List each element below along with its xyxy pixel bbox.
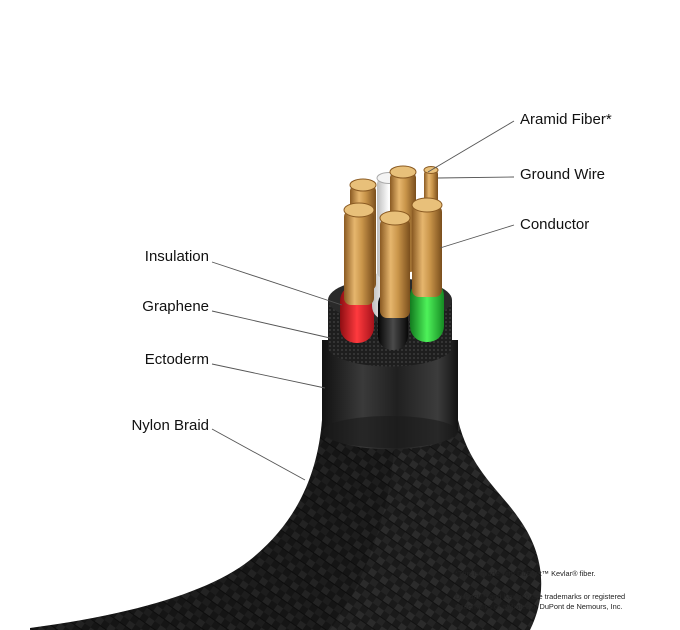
leader-graphene xyxy=(211,310,331,339)
trademark-line-2: trademarks of affiliates of DuPont de Ne… xyxy=(455,602,623,611)
label-conductor: Conductor xyxy=(520,216,590,233)
trademark-line-1: DuPont™ and Kevlar® are trademarks or re… xyxy=(455,592,626,601)
nylon-braid-jacket xyxy=(30,420,542,630)
leader-conductor xyxy=(439,224,515,249)
leader-aramid-fiber xyxy=(427,120,515,173)
label-ground-wire: Ground Wire xyxy=(520,166,606,183)
leader-ground-wire xyxy=(437,176,515,179)
leader-insulation xyxy=(211,261,343,306)
label-aramid-fiber: Aramid Fiber* xyxy=(520,111,612,128)
ectoderm-sleeve-bottom xyxy=(322,416,458,448)
leader-nylon-braid xyxy=(211,428,306,481)
label-nylon-braid: Nylon Braid xyxy=(131,417,209,434)
braid-shading xyxy=(30,420,395,630)
leader-lines xyxy=(211,120,515,481)
label-insulation: Insulation xyxy=(144,248,209,265)
label-graphene: Graphene xyxy=(142,298,209,315)
conductor-strands-front xyxy=(343,197,443,318)
kevlar-footnote: *This is made with DuPont™ Kevlar® fiber… xyxy=(455,569,596,578)
leader-ectoderm xyxy=(211,363,326,389)
label-ectoderm: Ectoderm xyxy=(144,351,209,368)
